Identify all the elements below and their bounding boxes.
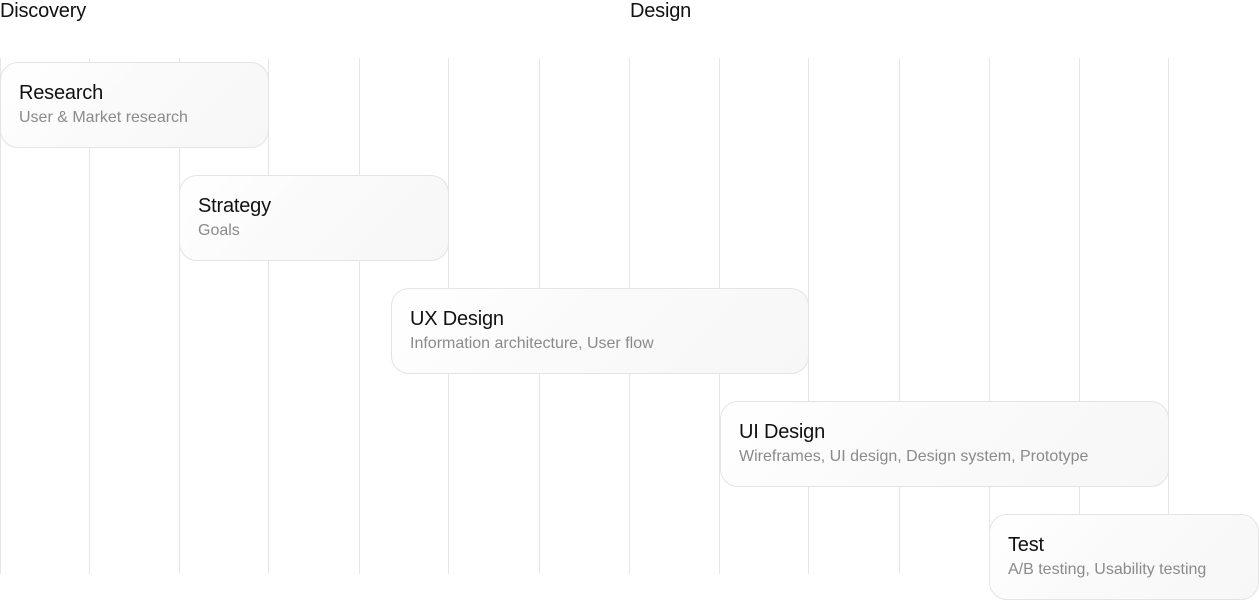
stage-title: UX Design <box>410 308 504 330</box>
stage-subtitle: Wireframes, UI design, Design system, Pr… <box>739 448 1089 465</box>
stage-card-ui-design: UI Design Wireframes, UI design, Design … <box>720 401 1169 487</box>
stage-card-test: Test A/B testing, Usability testing <box>989 514 1259 600</box>
stage-subtitle: A/B testing, Usability testing <box>1008 561 1207 578</box>
stage-subtitle: Goals <box>198 222 240 239</box>
grid-line <box>899 58 900 574</box>
grid-line <box>1079 58 1080 574</box>
stage-card-ux-design: UX Design Information architecture, User… <box>391 288 809 374</box>
stage-card-strategy: Strategy Goals <box>179 175 449 261</box>
grid-line <box>989 58 990 574</box>
stage-subtitle: Information architecture, User flow <box>410 335 654 352</box>
stage-title: Strategy <box>198 195 271 217</box>
stage-card-research: Research User & Market research <box>0 62 269 148</box>
grid-line <box>359 58 360 574</box>
grid-line <box>89 58 90 574</box>
grid-line <box>0 58 1 574</box>
stage-title: UI Design <box>739 421 826 443</box>
phase-label-design: Design <box>630 0 692 22</box>
phase-label-discovery: Discovery <box>0 0 86 22</box>
stage-title: Research <box>19 82 103 104</box>
stage-subtitle: User & Market research <box>19 109 188 126</box>
grid-line <box>1168 58 1169 574</box>
stage-title: Test <box>1008 534 1044 556</box>
grid-line <box>268 58 269 574</box>
grid-line <box>179 58 180 574</box>
